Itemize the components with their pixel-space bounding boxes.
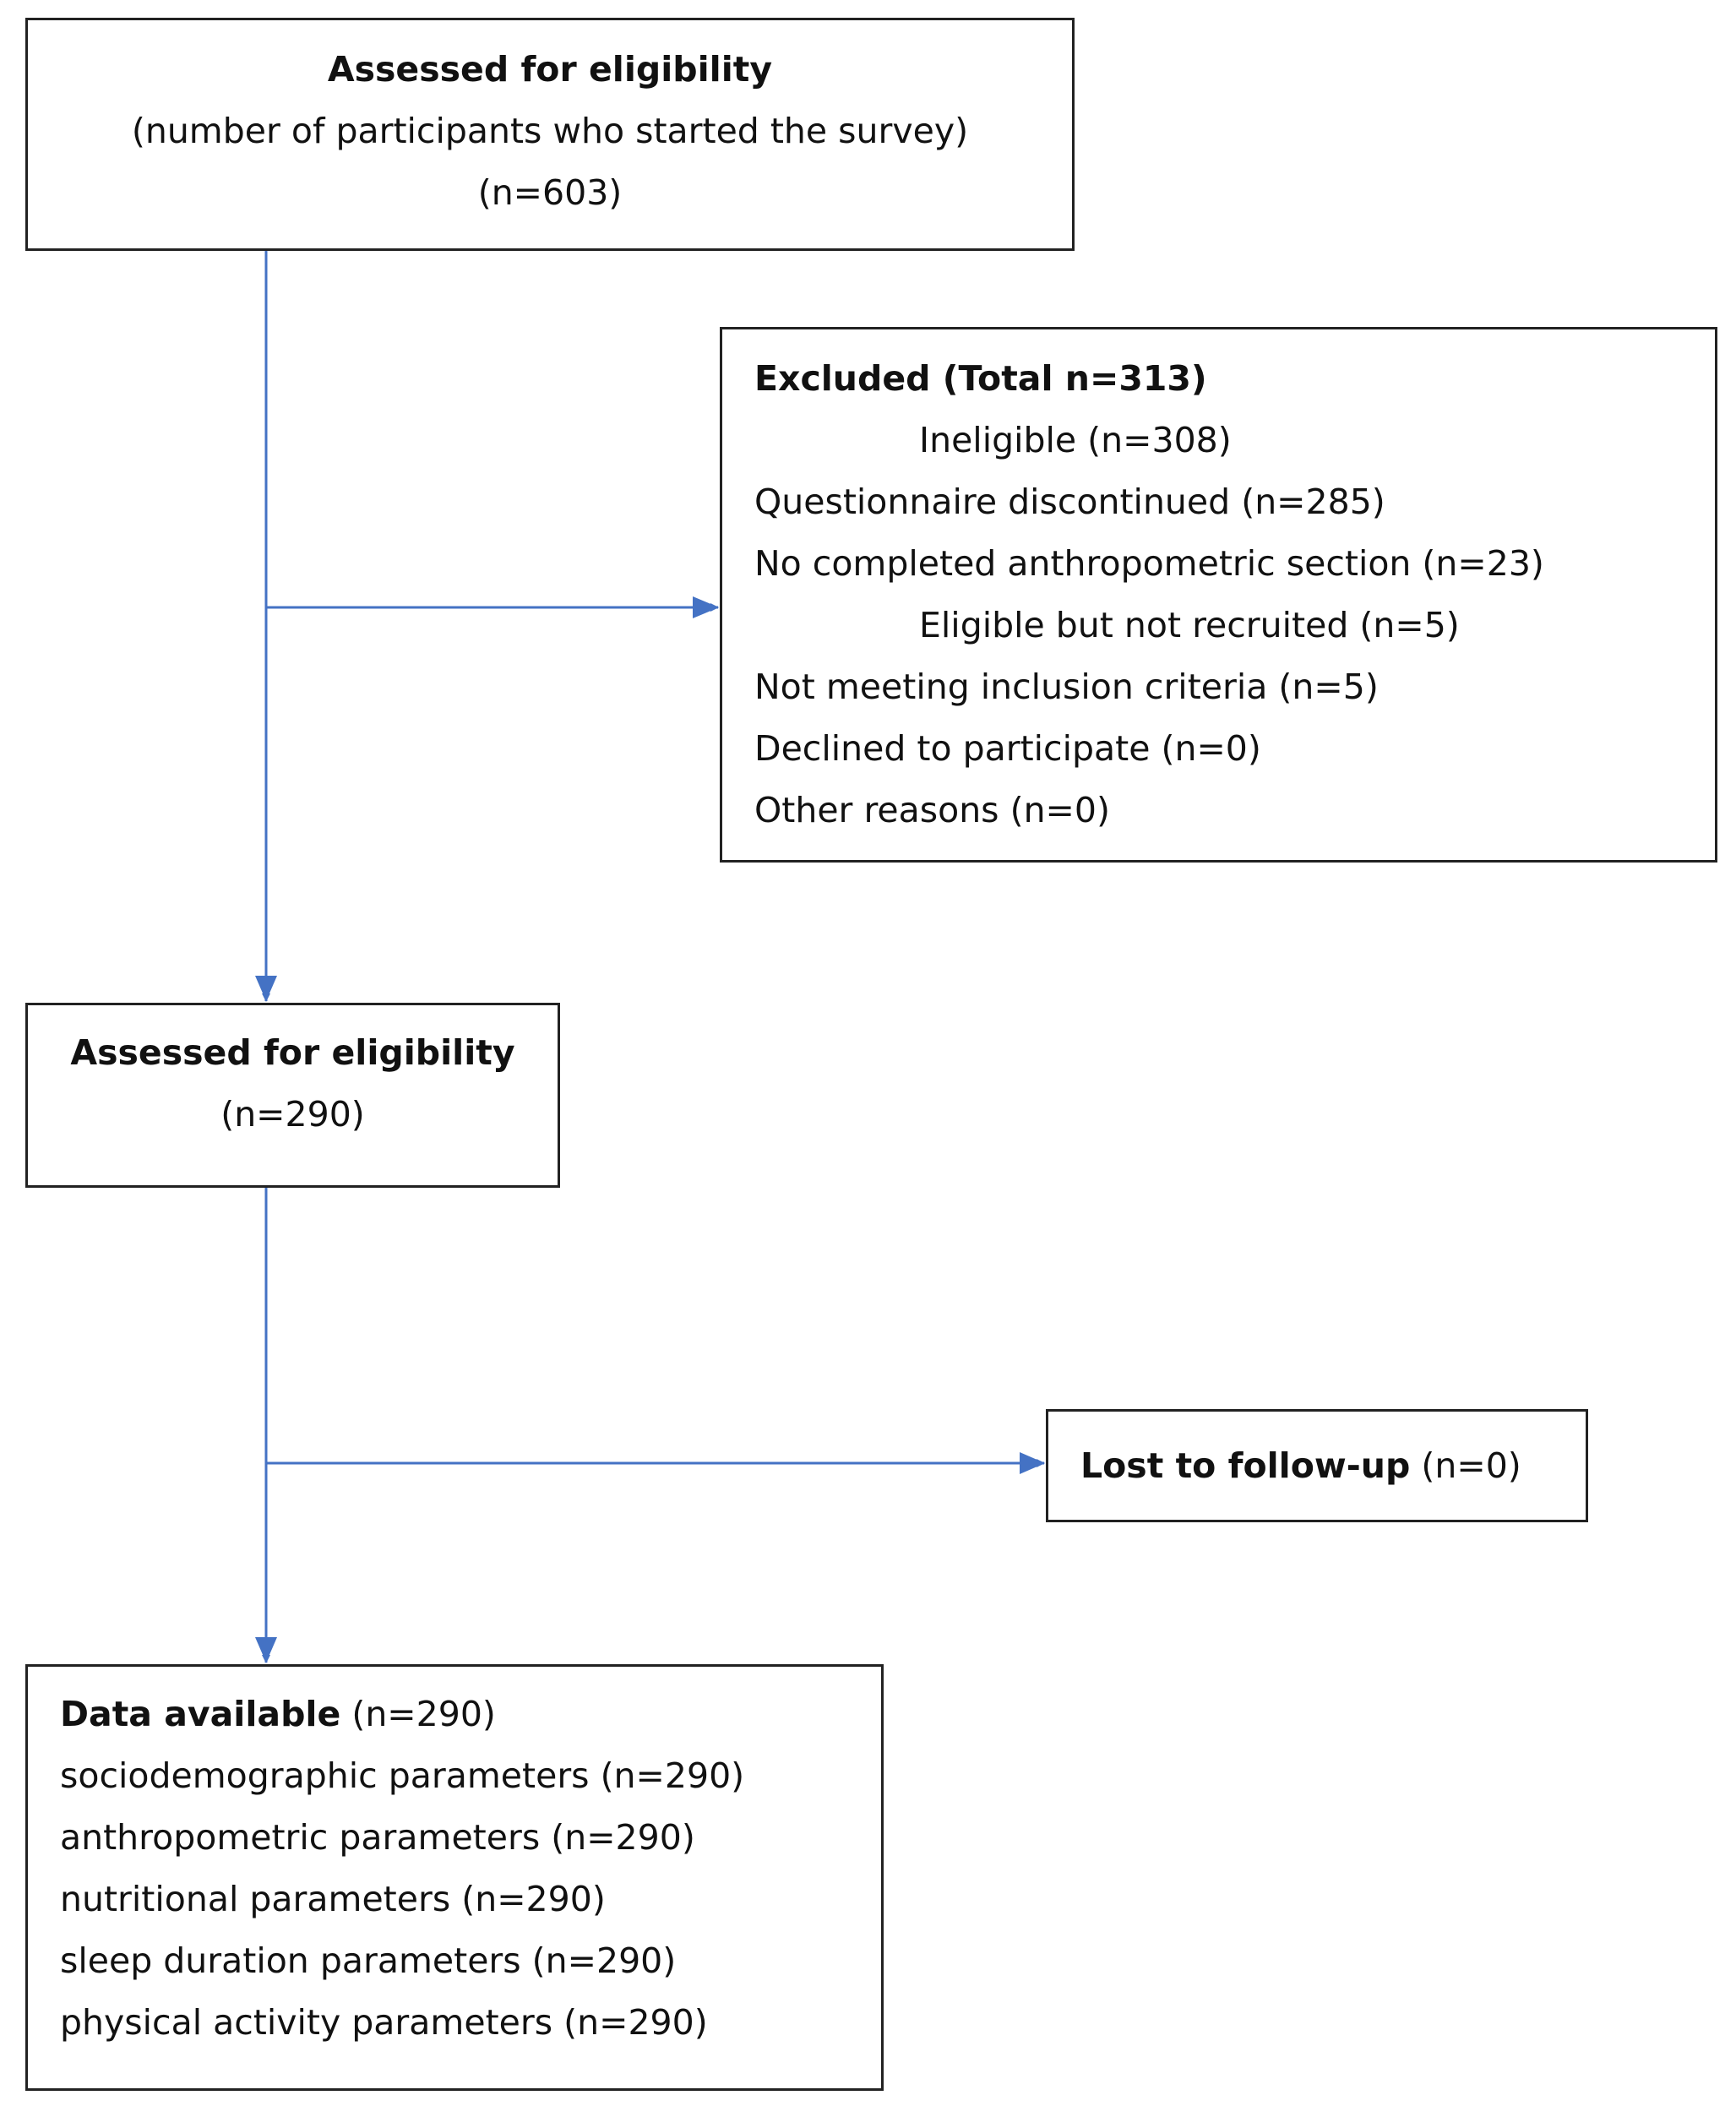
excluded-item: No completed anthropometric section (n=2… [754,543,1544,584]
excluded-item: Eligible but not recruited (n=5) [919,605,1460,645]
box-assessed-290: Assessed for eligibility (n=290) [25,1003,560,1188]
arrowhead-down-2 [255,1637,277,1663]
box-title: Assessed for eligibility [70,1032,515,1073]
box-subtitle: (number of participants who started the … [131,111,969,151]
excluded-item: Questionnaire discontinued (n=285) [754,482,1385,522]
excluded-title: Excluded (Total n=313) [754,358,1207,399]
box-assessed-start: Assessed for eligibility (number of part… [25,18,1075,251]
box-lost-to-follow-up: Lost to follow-up (n=0) [1046,1409,1588,1522]
box-count: (n=603) [477,172,623,213]
arrowhead-right-1 [693,596,719,618]
box-data-available: Data available (n=290) sociodemographic … [25,1664,884,2091]
arrowhead-right-2 [1020,1452,1045,1474]
lost-text: Lost to follow-up (n=0) [1080,1445,1521,1486]
data-item: physical activity parameters (n=290) [60,2002,708,2043]
data-item: nutritional parameters (n=290) [60,1879,606,1919]
data-item: sleep duration parameters (n=290) [60,1940,677,1981]
box-title: Assessed for eligibility [327,49,773,90]
data-item: anthropometric parameters (n=290) [60,1817,695,1858]
box-count: (n=290) [220,1094,365,1135]
data-item: sociodemographic parameters (n=290) [60,1755,745,1796]
excluded-item: Not meeting inclusion criteria (n=5) [754,667,1379,707]
excluded-item: Declined to participate (n=0) [754,728,1261,769]
excluded-item: Ineligible (n=308) [919,420,1232,460]
data-title: Data available (n=290) [60,1694,496,1734]
box-excluded: Excluded (Total n=313) Ineligible (n=308… [720,327,1717,863]
excluded-item: Other reasons (n=0) [754,790,1110,830]
arrowhead-down-1 [255,976,277,1001]
